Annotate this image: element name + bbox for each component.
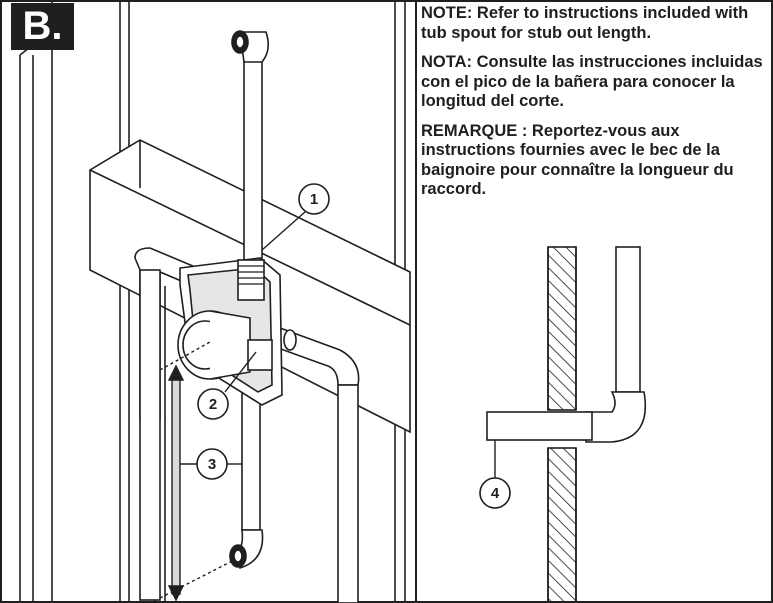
callout-3: 3 (196, 448, 228, 480)
callout-4: 4 (479, 477, 511, 509)
callout-3-label: 3 (208, 456, 216, 473)
note-french: REMARQUE : Reportez-vous aux instruction… (421, 121, 734, 199)
stub-out-detail (486, 246, 646, 443)
wall-section-detail (547, 246, 577, 603)
callout-leaders (180, 211, 496, 478)
note-english: NOTE: Refer to instructions included wit… (421, 4, 749, 42)
valve-body (177, 257, 283, 406)
callout-1-label: 1 (310, 191, 318, 208)
callout-1: 1 (298, 183, 330, 215)
callout-2: 2 (197, 388, 229, 420)
notes-block: NOTE: Refer to instructions included wit… (421, 4, 769, 210)
note-spanish: NOTA: Consulte las instrucciones incluid… (421, 53, 763, 110)
callout-4-label: 4 (491, 485, 500, 502)
stub-out-measurement (159, 341, 235, 602)
panel-divider (415, 0, 417, 603)
right-pipe (277, 326, 360, 603)
callout-2-label: 2 (209, 396, 217, 413)
step-badge: B. (11, 3, 74, 50)
